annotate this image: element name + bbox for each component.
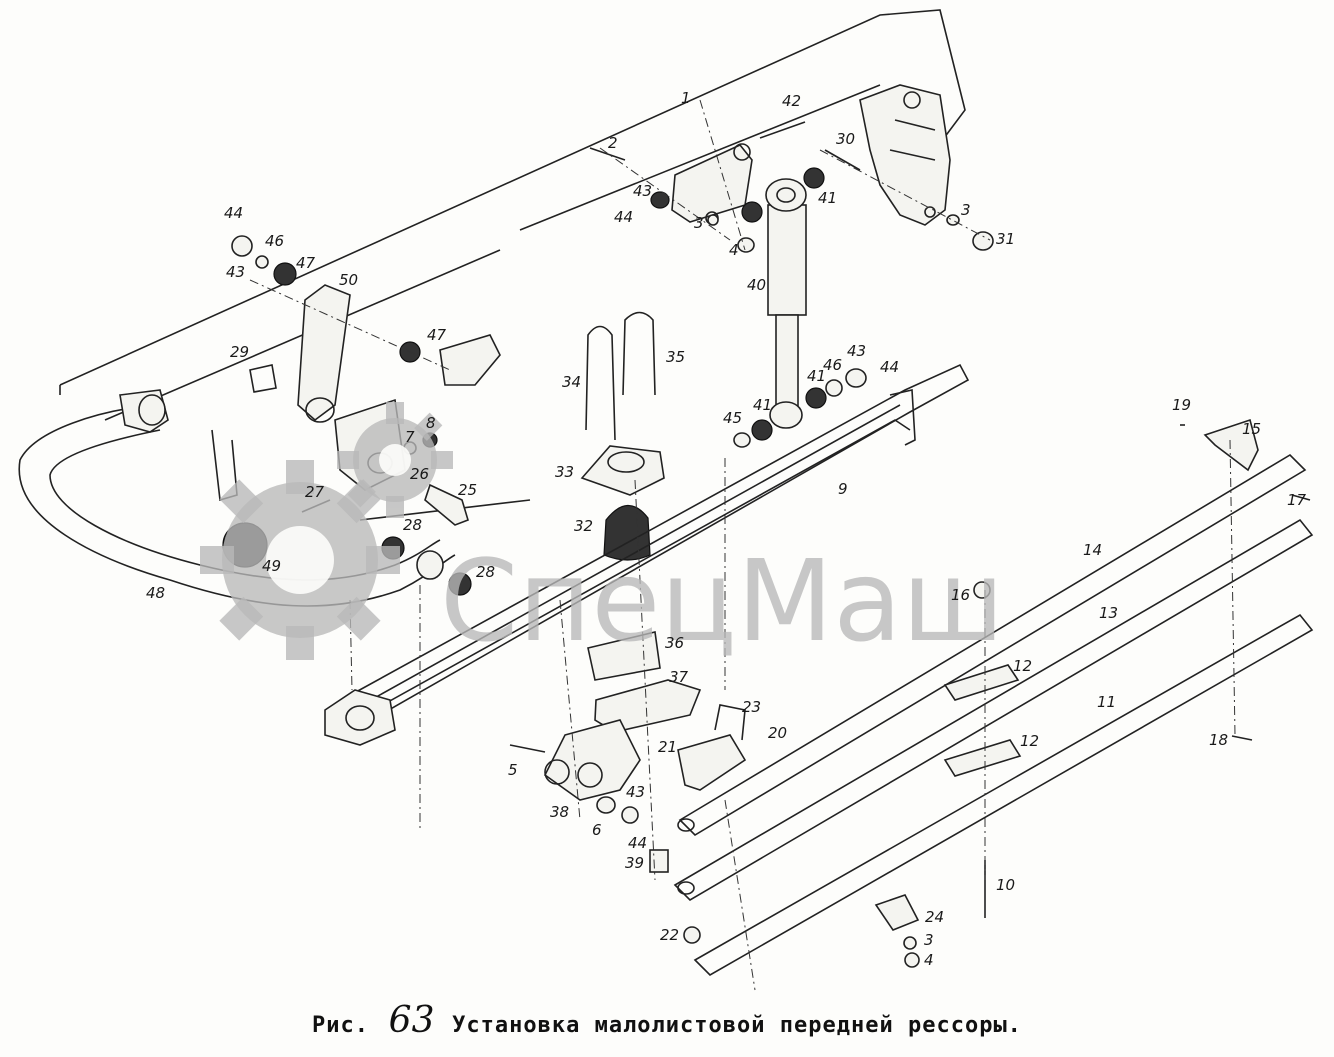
callouts: 1 2 3 3 3 4 4 5 6 7 8 9 10 11 12 12 13 1… <box>146 89 1307 969</box>
spring-leaves <box>673 418 1314 976</box>
callout-43: 43 <box>847 342 866 360</box>
callout-3: 3 <box>961 201 971 219</box>
callout-6: 6 <box>592 821 602 839</box>
shackle <box>671 143 753 225</box>
callout-44: 44 <box>628 834 647 852</box>
callout-33: 33 <box>555 463 574 481</box>
callout-24: 24 <box>925 908 944 926</box>
spring-assembly-drawing: СпецМаш 1 2 3 3 3 4 4 5 6 7 8 9 10 11 12… <box>18 9 1314 991</box>
callout-43: 43 <box>226 263 245 281</box>
callout-32: 32 <box>574 517 593 535</box>
callout-34: 34 <box>562 373 581 391</box>
callout-25: 25 <box>458 481 477 499</box>
callout-19: 19 <box>1172 396 1191 414</box>
callout-16: 16 <box>951 586 970 604</box>
leaf-spring <box>324 363 970 746</box>
gear-icon <box>200 460 400 660</box>
callout-46: 46 <box>265 232 284 250</box>
callout-50: 50 <box>339 271 358 289</box>
callout-48: 48 <box>146 584 165 602</box>
figure-label: Рис. <box>312 1013 370 1038</box>
callout-23: 23 <box>742 698 761 716</box>
callout-14: 14 <box>1083 541 1102 559</box>
callout-44: 44 <box>614 208 633 226</box>
shock-absorber <box>765 178 807 429</box>
callout-28: 28 <box>476 563 495 581</box>
callout-45: 45 <box>723 409 742 427</box>
callout-47: 47 <box>296 254 316 272</box>
callout-18: 18 <box>1209 731 1228 749</box>
callout-35: 35 <box>666 348 685 366</box>
callout-26: 26 <box>410 465 429 483</box>
callout-29: 29 <box>230 343 249 361</box>
callout-9: 9 <box>838 480 848 498</box>
center-lines <box>249 99 1236 991</box>
callout-12: 12 <box>1013 657 1032 675</box>
callout-44: 44 <box>880 358 899 376</box>
callout-15: 15 <box>1242 420 1261 438</box>
callout-4: 4 <box>924 951 934 969</box>
callout-49: 49 <box>262 557 281 575</box>
callout-46: 46 <box>823 356 842 374</box>
bump-stop <box>580 445 665 561</box>
callout-11: 11 <box>1097 693 1116 711</box>
callout-4: 4 <box>729 241 739 259</box>
callout-38: 38 <box>550 803 569 821</box>
callout-44: 44 <box>224 204 243 222</box>
callout-30: 30 <box>836 130 855 148</box>
callout-5: 5 <box>508 761 518 779</box>
callout-3: 3 <box>694 214 704 232</box>
callout-40: 40 <box>747 276 766 294</box>
figure-caption: Рис. 63 Установка малолистовой передней … <box>0 1000 1334 1041</box>
callout-31: 31 <box>996 230 1015 248</box>
u-bolts <box>585 311 656 441</box>
spacer-blocks <box>543 631 920 931</box>
callout-22: 22 <box>660 926 679 944</box>
callout-41: 41 <box>818 189 837 207</box>
callout-41: 41 <box>807 367 826 385</box>
callout-47: 47 <box>427 326 447 344</box>
callout-28: 28 <box>403 516 422 534</box>
callout-37: 37 <box>669 668 689 686</box>
callout-3: 3 <box>924 931 934 949</box>
callout-21: 21 <box>658 738 677 756</box>
small-gear-icon <box>337 402 453 518</box>
callout-41: 41 <box>753 396 772 414</box>
figure-title: Установка малолистовой передней рессоры. <box>452 1013 1022 1038</box>
callout-17: 17 <box>1287 491 1307 509</box>
callout-42: 42 <box>782 92 801 110</box>
callout-36: 36 <box>665 634 684 652</box>
spring-front-bracket <box>859 84 951 226</box>
callout-39: 39 <box>625 854 644 872</box>
callout-1: 1 <box>681 89 691 107</box>
callout-13: 13 <box>1099 604 1118 622</box>
callout-43: 43 <box>626 783 645 801</box>
watermark: СпецМаш <box>200 402 1004 667</box>
frame-rail <box>59 9 966 521</box>
callout-12: 12 <box>1020 732 1039 750</box>
callout-10: 10 <box>996 876 1015 894</box>
callout-8: 8 <box>426 414 436 432</box>
callout-20: 20 <box>768 724 787 742</box>
callout-7: 7 <box>405 428 415 446</box>
figure-number: 63 <box>388 1000 435 1041</box>
watermark-brand: СпецМаш <box>440 537 1004 667</box>
callout-2: 2 <box>608 134 618 152</box>
callout-43: 43 <box>633 182 652 200</box>
callout-27: 27 <box>305 483 325 501</box>
